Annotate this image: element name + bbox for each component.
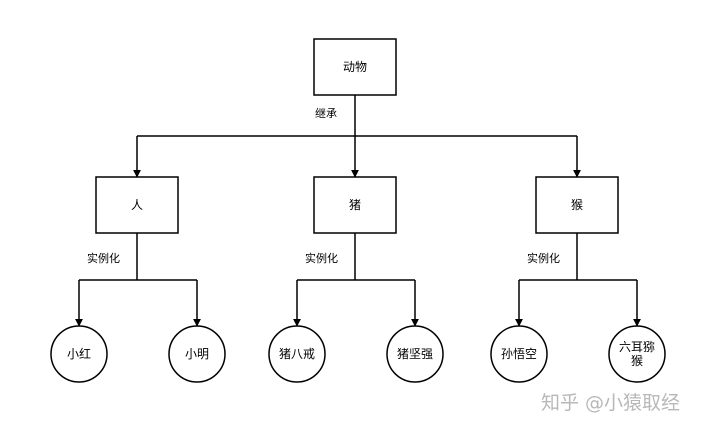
node-instance: 猪坚强 <box>386 325 444 383</box>
node-class-label: 人 <box>131 198 143 212</box>
node-instance-label: 孙悟空 <box>501 346 537 361</box>
node-instance-label: 小明 <box>185 347 209 361</box>
node-instance: 孙悟空 <box>490 325 548 383</box>
node-root-label: 动物 <box>343 60 367 74</box>
inherit-label: 继承 <box>315 107 337 120</box>
instantiate-edges: 实例化 <box>75 233 201 327</box>
node-class: 人 <box>95 176 179 234</box>
instantiate-label: 实例化 <box>87 251 120 265</box>
instantiate-edges: 实例化 <box>293 233 419 327</box>
inherit-edges: 继承 <box>133 95 581 178</box>
node-class: 猴 <box>535 176 619 234</box>
node-instance: 猪八戒 <box>268 325 326 383</box>
instantiate-label: 实例化 <box>527 251 560 265</box>
node-class-label: 猪 <box>349 198 361 212</box>
node-class-label: 猴 <box>571 198 583 212</box>
node-instance-label: 六耳猕 <box>619 340 655 354</box>
instantiate-label: 实例化 <box>305 251 338 265</box>
node-class: 猪 <box>313 176 397 234</box>
watermark-text: 知乎 @小猿取经 <box>541 392 680 414</box>
node-instance-label: 猪坚强 <box>397 347 433 361</box>
node-instance: 小红 <box>50 325 108 383</box>
node-instance-label: 猪八戒 <box>279 347 315 361</box>
nodes-layer: 动物人小红小明猪猪八戒猪坚强猴孙悟空六耳猕猴 <box>50 38 666 383</box>
node-instance-label: 猴 <box>631 354 643 368</box>
instantiate-edges: 实例化 <box>515 233 641 327</box>
node-instance: 小明 <box>168 325 226 383</box>
node-instance-label: 小红 <box>67 346 91 361</box>
node-root: 动物 <box>313 38 397 96</box>
